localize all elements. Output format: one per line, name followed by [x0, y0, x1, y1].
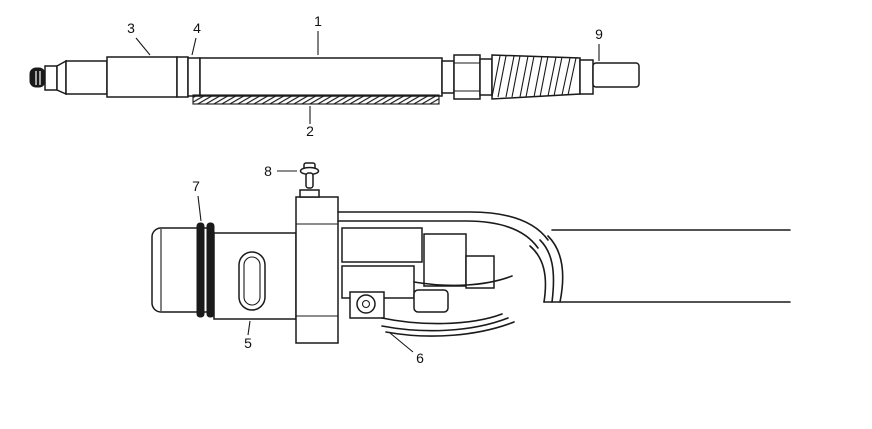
wire-terminal: [413, 289, 449, 313]
assembled-torch-view: 3 4 1 9 2: [29, 13, 640, 139]
lower-wires: [381, 313, 515, 337]
callout-3-label: 3: [127, 20, 135, 36]
callout-8-label: 8: [264, 163, 272, 179]
coil-end-cap: [579, 59, 594, 95]
wire-bundle: [529, 235, 564, 303]
nozzle-tip-grooves: [35, 71, 41, 85]
nozzle-tip: [29, 67, 46, 88]
upper-tube: [337, 211, 549, 249]
terminal-screw: [356, 294, 376, 314]
collar-ring: [176, 56, 189, 98]
callout-7-label: 7: [192, 178, 200, 194]
internal-components: [337, 211, 564, 337]
knurled-strip: [192, 94, 440, 105]
callout-1-label: 1: [314, 13, 322, 29]
callout-7: 7: [192, 178, 202, 222]
callout-1: 1: [314, 13, 322, 55]
callout-3-leader: [135, 37, 151, 56]
callout-4-label: 4: [193, 20, 201, 36]
rear-step: [441, 60, 455, 94]
callout-3: 3: [127, 20, 151, 56]
callout-5-label: 5: [244, 335, 252, 351]
callout-5: 5: [244, 320, 252, 351]
callout-8: 8: [264, 163, 297, 179]
hex-nut: [453, 54, 481, 100]
callout-2-label: 2: [306, 123, 314, 139]
callout-6-label: 6: [416, 350, 424, 366]
coil-ribs: [491, 55, 577, 98]
o-ring-front: [196, 222, 205, 318]
switch-body: [341, 227, 423, 263]
coil-collar: [479, 58, 493, 96]
callout-7-leader: [197, 195, 202, 222]
housing-slot-outer: [238, 251, 266, 311]
torch-cable: [543, 229, 791, 303]
shield-cylinder: [65, 60, 108, 95]
callout-6-leader: [389, 332, 414, 353]
torch-head-detail-view: 8 7 5 6: [151, 162, 791, 366]
callout-6: 6: [389, 332, 424, 366]
spacer-ring: [187, 57, 201, 97]
callout-4: 4: [191, 20, 201, 56]
hex-nut-facets: [454, 62, 480, 92]
front-taper: [56, 59, 67, 96]
cable-end: [592, 62, 640, 88]
callout-4-leader: [191, 37, 197, 56]
callout-9: 9: [595, 26, 603, 61]
housing-slot-inner: [243, 256, 261, 306]
connector-housing: [423, 233, 467, 287]
retaining-collar: [106, 56, 178, 98]
mounting-block: [295, 196, 339, 344]
mid-wire: [413, 275, 513, 287]
screw-boss: [299, 189, 320, 198]
o-ring-rear: [206, 222, 215, 318]
callout-9-label: 9: [595, 26, 603, 42]
terminal-screw-center: [361, 299, 371, 309]
torch-barrel: [199, 57, 443, 97]
mounting-block-edges: [296, 223, 338, 317]
callout-2: 2: [306, 106, 314, 139]
callout-5-leader: [247, 320, 251, 336]
nozzle-collar: [44, 65, 58, 91]
screw: [299, 162, 320, 189]
